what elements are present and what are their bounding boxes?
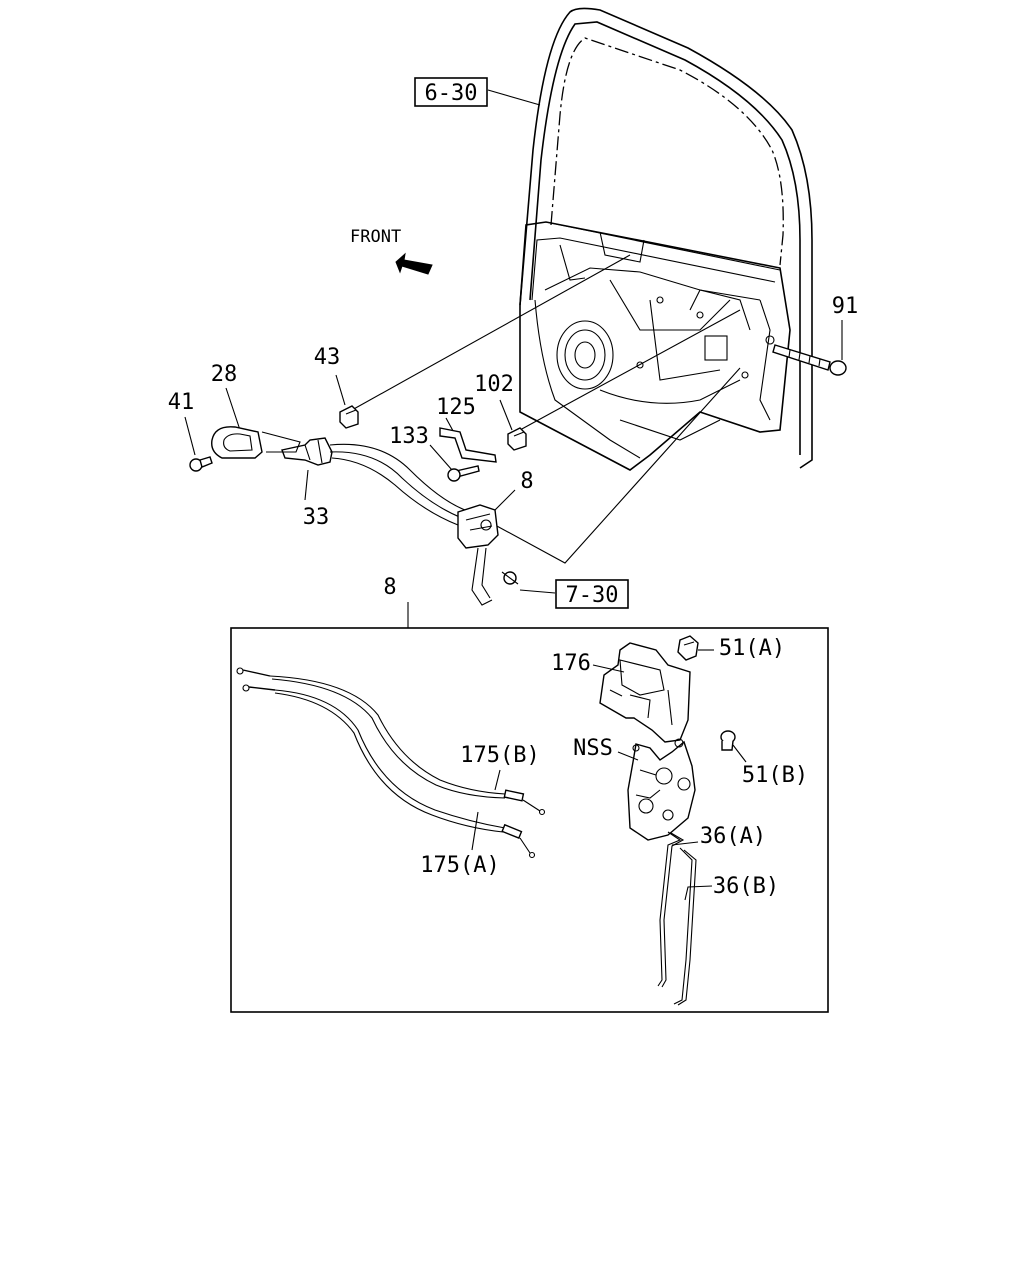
screw-133: [447, 465, 480, 482]
bracket-125: [439, 427, 497, 463]
detail-box: 176 51(A) NSS 51(B) 175(B) 175(A) 36(A) …: [230, 627, 829, 1013]
clip-102: [507, 427, 527, 451]
clip-43: [339, 405, 359, 429]
leader-lines: [184, 89, 843, 628]
ref-box-7-30: 7-30: [555, 579, 629, 609]
ref-door-label: 6-30: [425, 81, 478, 106]
callout-91: 91: [832, 294, 859, 319]
callout-33: 33: [303, 505, 330, 530]
handle-33: [261, 431, 333, 466]
callout-28: 28: [211, 362, 238, 387]
callout-125: 125: [436, 395, 476, 420]
callout-41: 41: [168, 390, 195, 415]
ref-box-6-30: 6-30: [414, 77, 488, 107]
callout-43: 43: [314, 345, 341, 370]
rod-36a: [657, 831, 685, 988]
callout-8-top: 8: [520, 469, 533, 494]
callout-51a: 51(A): [719, 636, 785, 661]
callout-102: 102: [474, 372, 514, 397]
lock-unit-8: [457, 504, 519, 606]
callout-176: 176: [551, 651, 591, 676]
callout-133: 133: [389, 424, 429, 449]
callout-nss: NSS: [573, 736, 613, 761]
callout-36a: 36(A): [700, 824, 766, 849]
bezel-28: [211, 426, 263, 459]
callout-36b: 36(B): [713, 874, 779, 899]
assembly-parts: [189, 344, 847, 606]
left-up-arrow-icon: [395, 252, 433, 275]
callout-51b: 51(B): [742, 763, 808, 788]
clip-51a: [677, 635, 699, 661]
front-label: FRONT: [350, 227, 401, 247]
callout-175b: 175(B): [460, 743, 539, 768]
screw-91: [772, 344, 847, 376]
cable-175: [236, 667, 546, 859]
lock-cover-176: [599, 642, 691, 743]
callouts: 91 43 28 41 102 125 133 33 8 8: [168, 294, 859, 600]
door-panel: [519, 7, 813, 471]
callout-8-box: 8: [383, 575, 396, 600]
front-direction: FRONT: [350, 227, 433, 275]
ref-lock-label: 7-30: [566, 583, 619, 608]
lock-mechanism-nss: [627, 738, 696, 841]
screw-41: [189, 456, 213, 472]
rod-36b: [673, 847, 697, 1006]
callout-175a: 175(A): [420, 853, 499, 878]
bolt-51b: [720, 730, 736, 751]
